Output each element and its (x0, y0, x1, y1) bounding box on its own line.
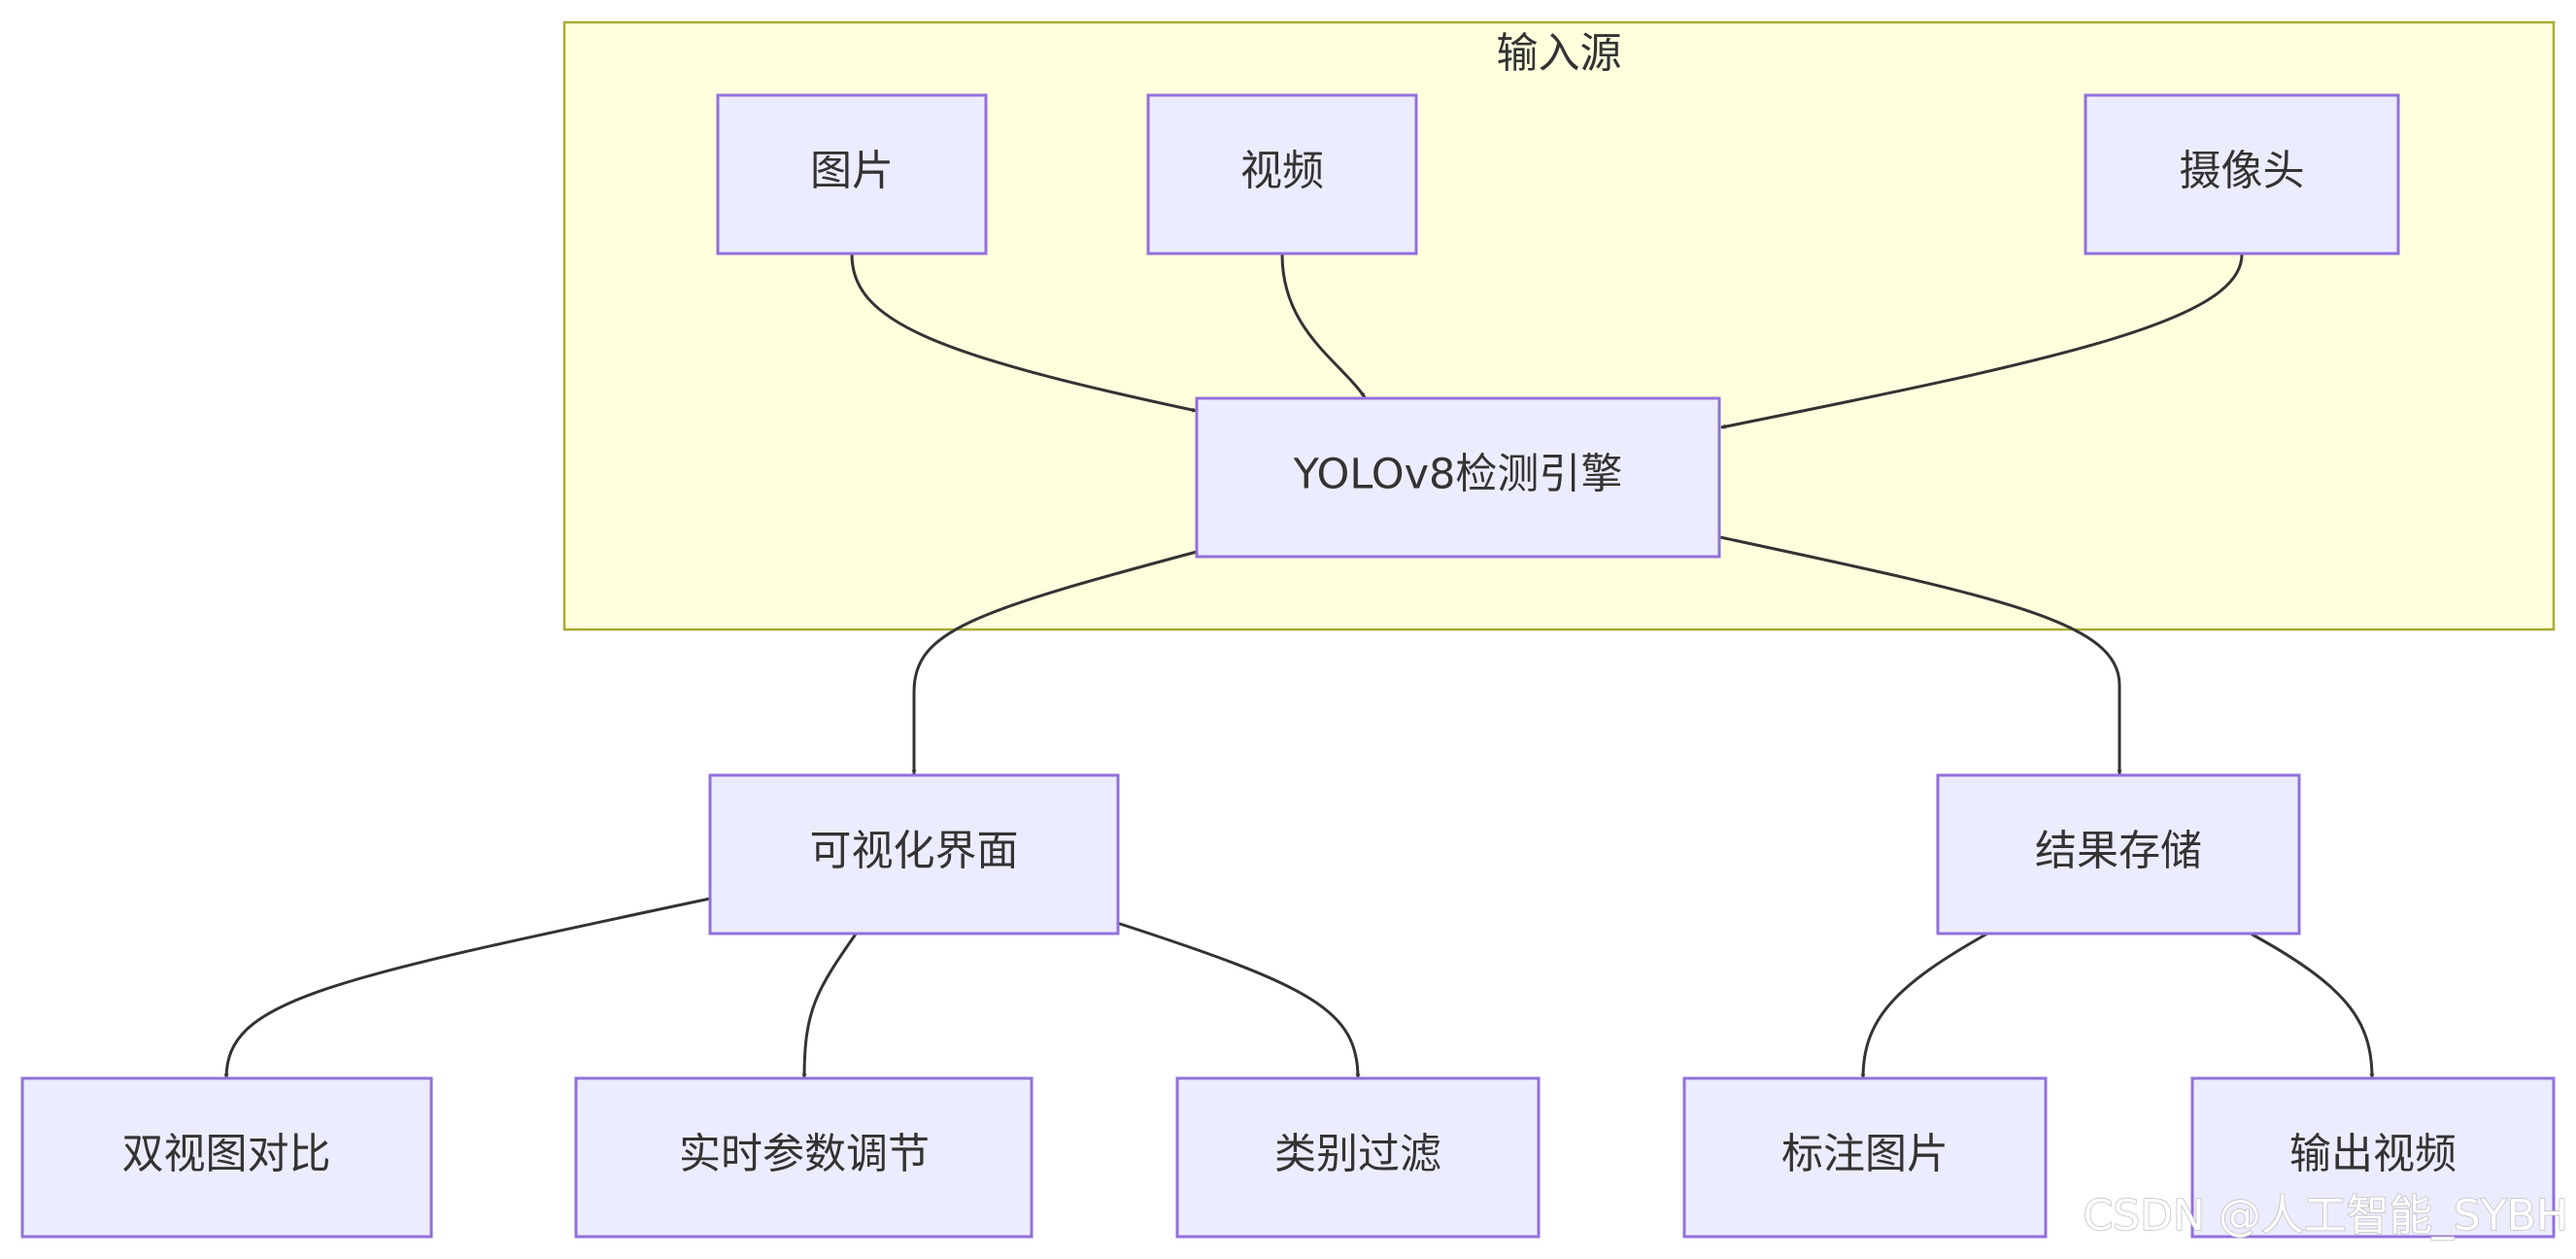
node-class-filter-label: 类别过滤 (1274, 1131, 1441, 1179)
node-dual-view: 双视图对比 (20, 1076, 433, 1239)
node-engine: YOLOv8检测引擎 (1195, 396, 1721, 559)
node-storage: 结果存储 (1936, 773, 2301, 936)
edge-storage-to-annotated-image (1860, 932, 1988, 1079)
node-engine-label: YOLOv8检测引擎 (1293, 451, 1623, 499)
node-gui-label: 可视化界面 (810, 828, 1019, 876)
node-camera: 摄像头 (2084, 93, 2400, 255)
edge-gui-to-realtime-params (801, 932, 859, 1079)
node-output-video-label: 输出视频 (2289, 1131, 2457, 1179)
node-realtime-params: 实时参数调节 (574, 1076, 1034, 1239)
node-dual-view-label: 双视图对比 (122, 1131, 331, 1179)
node-annotated-image-label: 标注图片 (1781, 1131, 1949, 1179)
node-video-label: 视频 (1240, 148, 1324, 196)
node-storage-label: 结果存储 (2035, 828, 2202, 876)
node-image: 图片 (716, 93, 988, 255)
node-gui: 可视化界面 (708, 773, 1120, 936)
edge-storage-to-output-video (2250, 932, 2375, 1079)
node-annotated-image: 标注图片 (1682, 1076, 2048, 1239)
node-video: 视频 (1146, 93, 1418, 255)
edge-camera-to-engine (1720, 254, 2244, 429)
watermark-text: CSDN @人工智能_SYBH (2083, 1191, 2568, 1241)
edge-engine-to-gui (911, 550, 1198, 775)
node-camera-label: 摄像头 (2180, 148, 2305, 196)
node-realtime-params-label: 实时参数调节 (679, 1131, 930, 1179)
node-class-filter: 类别过滤 (1175, 1076, 1541, 1239)
edge-gui-to-class-filter (1116, 921, 1361, 1079)
edge-image-to-engine (850, 254, 1198, 413)
node-image-label: 图片 (810, 148, 894, 196)
edge-video-to-engine (1280, 254, 1367, 398)
node-output-video: 输出视频 (2190, 1076, 2556, 1239)
edges (223, 254, 2375, 1079)
cluster-title: 输入源 (1497, 30, 1622, 79)
edge-engine-to-storage (1719, 535, 2122, 775)
edge-gui-to-dual-view (223, 897, 711, 1079)
